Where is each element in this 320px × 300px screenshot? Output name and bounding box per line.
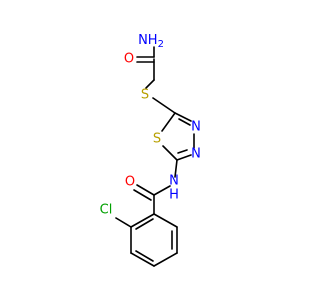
- bond-c2-s1: [162, 145, 178, 161]
- bond-ch2-s-final: [145, 79, 155, 89]
- chemical-structure: NH2 O S N N S N H O Cl: [0, 0, 300, 300]
- ring-nitrogen-3-label: N: [191, 147, 201, 162]
- benz-inner-3: [135, 218, 154, 230]
- benz-inner-2: [135, 250, 154, 262]
- bond-s-c5: [152, 97, 176, 114]
- benz-bond-4: [130, 252, 155, 267]
- bond-ring-cl: [115, 217, 132, 228]
- thioether-sulfur-label: S: [141, 88, 149, 103]
- benzamide-oxygen-label: O: [125, 175, 135, 190]
- amide-nh-hydrogen-label: H: [169, 188, 179, 203]
- bond-nh-co: [153, 185, 171, 196]
- amide-oxygen-label: O: [124, 52, 134, 67]
- ring-nitrogen-4-label: N: [191, 120, 201, 135]
- bond-n3-c2-double: [177, 149, 188, 154]
- benz-bond-3: [153, 252, 178, 267]
- amide-nh-nitrogen-label: N: [169, 174, 179, 189]
- bond-c5-n4: [174, 112, 192, 122]
- ring-sulfur-label: S: [153, 132, 161, 147]
- chlorine-label: Cl: [100, 203, 113, 218]
- bond-c2-nh-final: [174, 159, 178, 178]
- final-structure: NH2 O S N N S N H O Cl: [0, 0, 300, 300]
- bond-n3-c2: [176, 154, 192, 161]
- bond-co-double-1: [136, 184, 155, 196]
- bond-c5-n4-double: [178, 118, 191, 126]
- bond-s1-c5: [161, 112, 176, 132]
- benz-bond-1: [153, 213, 178, 228]
- amide-nh2-label: NH2: [138, 33, 164, 51]
- bond-co-double-2: [133, 189, 152, 201]
- benz-bond-6: [130, 213, 155, 228]
- canvas: [0, 0, 300, 300]
